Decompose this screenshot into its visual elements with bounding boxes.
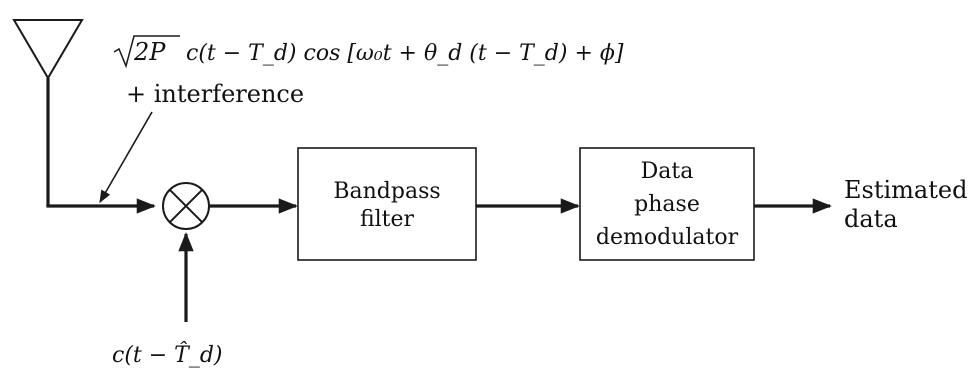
output-label-line1: Estimated <box>844 176 967 204</box>
demod-label-line3: demodulator <box>596 225 739 250</box>
received-signal-expression: 2P c(t − T_d) cos [ω₀t + θ_d (t − T_d) +… <box>113 35 624 108</box>
bandpass-label-line1: Bandpass <box>333 179 440 204</box>
signal-pointer-arrow <box>99 111 153 204</box>
interference-label: + interference <box>126 80 304 108</box>
output-label-line2: data <box>844 205 898 233</box>
sqrt-radicand: 2P <box>133 38 166 66</box>
demod-label-line1: Data <box>641 159 694 184</box>
bandpass-label-line2: filter <box>360 207 415 232</box>
signal-expression: c(t − T_d) cos [ω₀t + θ_d (t − T_d) + ϕ] <box>186 41 624 66</box>
data-phase-demodulator-block <box>579 147 755 261</box>
bandpass-filter-block <box>297 147 477 261</box>
mixer-icon <box>162 182 210 230</box>
local-code-label: c(t − T̂_d) <box>112 342 223 368</box>
antenna-icon <box>12 19 84 206</box>
demod-label-line2: phase <box>634 192 700 217</box>
